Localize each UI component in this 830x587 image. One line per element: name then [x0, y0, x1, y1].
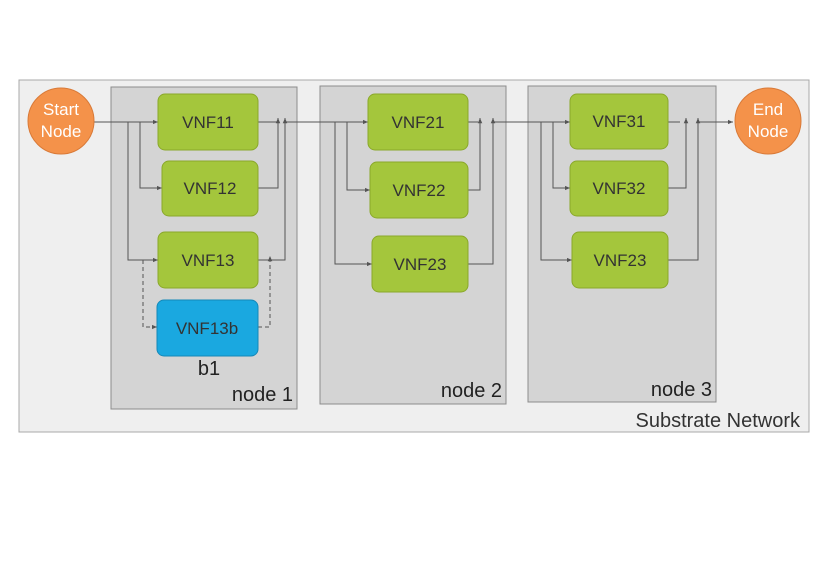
substrate-label: Substrate Network [635, 410, 801, 432]
vnf-box [371, 235, 469, 293]
vnf-label: VNF31 [593, 112, 646, 131]
vnf-label: VNF32 [593, 179, 646, 198]
end-node-circle [734, 87, 802, 155]
backup-vnf-label: VNF13b [176, 319, 238, 338]
node-3-wiring [530, 118, 701, 263]
vnf-box [157, 231, 259, 289]
vnf-label: VNF12 [184, 179, 237, 198]
node-3-label: node 3 [651, 379, 712, 401]
start-node-label: Start [43, 100, 79, 119]
vnf-label: VNF23 [594, 251, 647, 270]
vnf-label: VNF11 [182, 113, 234, 132]
start-node-label-2: Node [41, 122, 82, 141]
vnf-box [569, 160, 669, 217]
vnf-box [161, 160, 259, 217]
vnf-label: VNF23 [394, 255, 447, 274]
vnf-box [367, 93, 469, 151]
end-node-label-2: Node [748, 122, 789, 141]
node-2-wiring [322, 118, 496, 267]
backup-label: b1 [198, 358, 220, 380]
node-1-wiring [111, 118, 288, 330]
end-node-label: End [753, 100, 783, 119]
vnf-box [369, 161, 469, 219]
vnf-box [157, 93, 259, 151]
node-2-label: node 2 [441, 380, 502, 402]
vnf-box [571, 231, 669, 289]
vnf-label: VNF22 [393, 181, 446, 200]
vnf-label: VNF13 [182, 251, 235, 270]
vnf-box [569, 93, 669, 150]
backup-vnf-box [156, 299, 259, 357]
vnf-label: VNF21 [392, 113, 445, 132]
start-node-circle [27, 87, 95, 155]
node-1-label: node 1 [232, 384, 293, 406]
